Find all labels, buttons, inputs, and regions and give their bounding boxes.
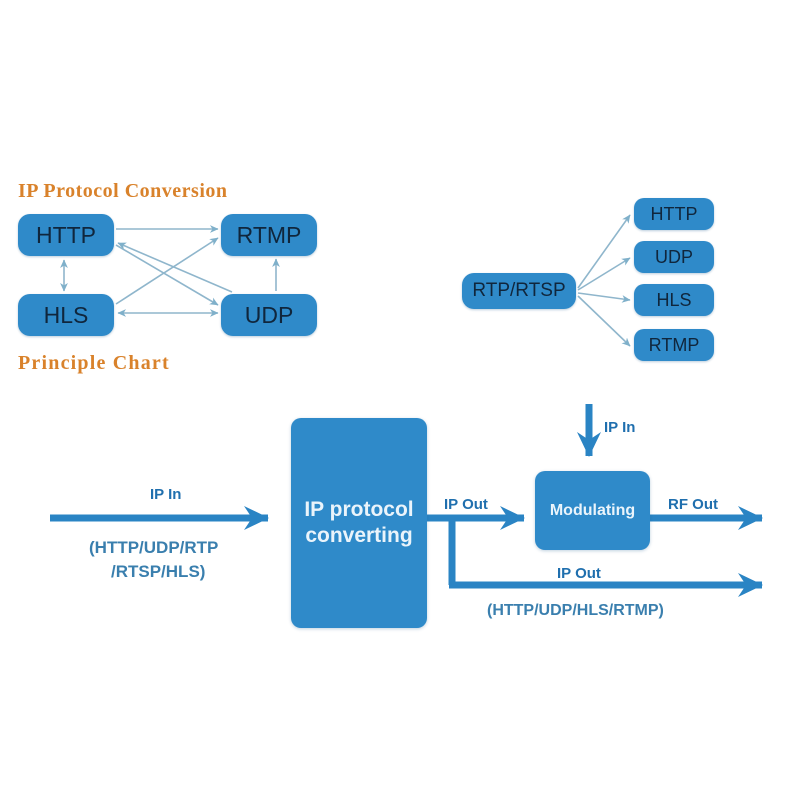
flow-block-ip-protocol-converting[interactable]: IP protocol converting bbox=[291, 418, 427, 628]
link-rtprtsp-to-rtmp bbox=[577, 295, 631, 347]
label-rf-out: RF Out bbox=[668, 496, 718, 513]
protocol-target-hls[interactable]: HLS bbox=[634, 284, 714, 316]
converter-label-line-2: converting bbox=[305, 524, 413, 547]
protocol-node-hls[interactable]: HLS bbox=[18, 294, 114, 336]
page-title-conversion: IP Protocol Conversion bbox=[18, 180, 228, 202]
page-title-principle: Principle Chart bbox=[18, 352, 170, 374]
label-input-protocols-line-1: (HTTP/UDP/RTP bbox=[89, 538, 219, 557]
protocol-node-udp[interactable]: UDP bbox=[221, 294, 317, 336]
protocol-node-rtp-rtsp[interactable]: RTP/RTSP bbox=[462, 273, 576, 309]
flow-block-modulating[interactable]: Modulating bbox=[535, 471, 650, 550]
link-rtprtsp-to-hls bbox=[577, 292, 631, 303]
link-rtprtsp-to-http bbox=[577, 214, 631, 289]
label-ip-out-middle: IP Out bbox=[444, 496, 488, 513]
protocol-target-rtmp[interactable]: RTMP bbox=[634, 329, 714, 361]
mesh-connectors bbox=[60, 225, 280, 317]
flow-connectors bbox=[50, 404, 763, 597]
link-http-to-udp bbox=[115, 244, 219, 306]
link-hls-to-rtmp bbox=[115, 237, 219, 305]
protocol-target-http[interactable]: HTTP bbox=[634, 198, 714, 230]
protocol-node-http[interactable]: HTTP bbox=[18, 214, 114, 256]
label-input-protocols-line-2: /RTSP/HLS) bbox=[111, 562, 206, 581]
fanout-connectors bbox=[577, 214, 631, 347]
label-ip-in-left: IP In bbox=[150, 486, 182, 503]
protocol-node-rtmp[interactable]: RTMP bbox=[221, 214, 317, 256]
protocol-target-udp[interactable]: UDP bbox=[634, 241, 714, 273]
label-ip-in-top: IP In bbox=[604, 419, 636, 436]
flow-block-converter-label: IP protocol converting bbox=[304, 497, 413, 550]
converter-label-line-1: IP protocol bbox=[304, 497, 414, 521]
link-udp-to-http bbox=[117, 242, 233, 293]
label-ip-out-bottom: IP Out bbox=[557, 565, 601, 582]
link-rtprtsp-to-udp bbox=[577, 257, 631, 291]
label-output-protocols: (HTTP/UDP/HLS/RTMP) bbox=[487, 602, 664, 619]
